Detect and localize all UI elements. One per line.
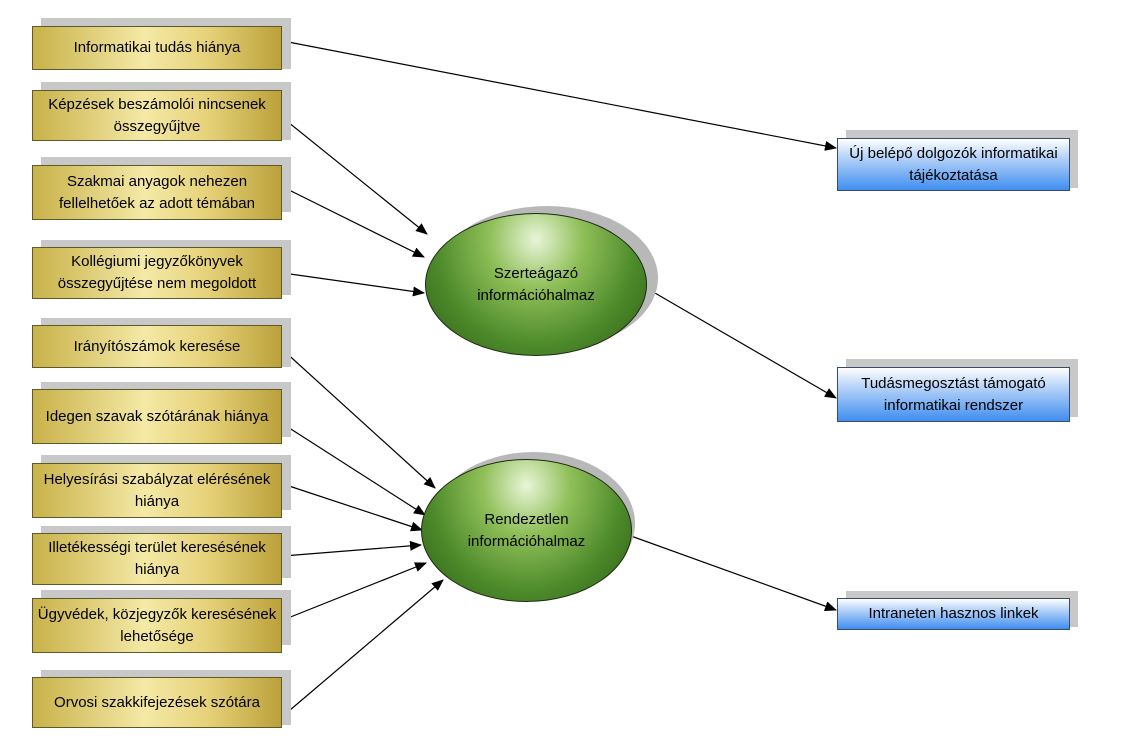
cause-box: Informatikai tudás hiánya xyxy=(32,26,282,70)
connector-arrow xyxy=(282,117,428,235)
cause-box: Képzések beszámolói nincsenek összegyűjt… xyxy=(32,90,282,141)
cause-label: Irányítószámok keresése xyxy=(73,337,241,355)
cause-box: Idegen szavak szótárának hiánya xyxy=(32,389,282,444)
solution-label: Új belépő dolgozók informatikai tájékozt… xyxy=(849,144,1058,184)
connector-arrow xyxy=(282,579,444,717)
problem-ellipse: Szerteágazó információhalmaz xyxy=(425,213,647,356)
solution-box: Új belépő dolgozók informatikai tájékozt… xyxy=(837,138,1070,191)
cause-box: Ügyvédek, közjegyzők keresésének lehetős… xyxy=(32,598,282,653)
cause-label: Idegen szavak szótárának hiánya xyxy=(45,407,269,425)
cause-label: Informatikai tudás hiánya xyxy=(73,39,241,56)
problem-label: Rendezetlen információhalmaz xyxy=(467,510,586,550)
connector-arrow xyxy=(282,423,426,516)
connector-arrow xyxy=(282,349,436,489)
connector-arrow xyxy=(282,483,423,532)
connector-arrow xyxy=(282,540,422,557)
solution-box: Tudásmegosztást támogató informatikai re… xyxy=(837,367,1070,422)
cause-box: Kollégiumi jegyzőkönyvek összegyűjtése n… xyxy=(32,247,282,299)
solution-label: Tudásmegosztást támogató informatikai re… xyxy=(861,374,1046,414)
cause-label: Helyesírási szabályzat elérésének hiánya xyxy=(43,470,271,510)
connector-arrow xyxy=(282,562,427,621)
connector-arrow xyxy=(647,288,837,399)
connector-arrow xyxy=(282,186,425,258)
solution-label: Intraneten hasznos linkek xyxy=(868,605,1039,622)
problem-label: Szerteágazó információhalmaz xyxy=(477,264,595,304)
solution-box: Intraneten hasznos linkek xyxy=(837,598,1070,630)
cause-label: Szakmai anyagok nehezen fellelhetőek az … xyxy=(59,172,255,212)
cause-label: Ügyvédek, közjegyzők keresésének lehetős… xyxy=(37,605,277,645)
problem-ellipse: Rendezetlen információhalmaz xyxy=(421,459,632,602)
cause-label: Orvosi szakkifejezések szótára xyxy=(54,693,260,711)
cause-box: Illetékességi terület keresésének hiánya xyxy=(32,533,282,585)
cause-box: Helyesírási szabályzat elérésének hiánya xyxy=(32,463,282,518)
connector-arrow xyxy=(282,272,425,297)
connector-arrow xyxy=(282,40,837,151)
cause-box: Szakmai anyagok nehezen fellelhetőek az … xyxy=(32,165,282,220)
cause-box: Orvosi szakkifejezések szótára xyxy=(32,677,282,728)
cause-label: Kollégiumi jegyzőkönyvek összegyűjtése n… xyxy=(57,253,257,292)
cause-label: Képzések beszámolói nincsenek összegyűjt… xyxy=(48,95,266,135)
cause-label: Illetékességi terület keresésének hiánya xyxy=(48,539,266,578)
connector-arrow xyxy=(630,535,837,611)
cause-box: Irányítószámok keresése xyxy=(32,325,282,368)
